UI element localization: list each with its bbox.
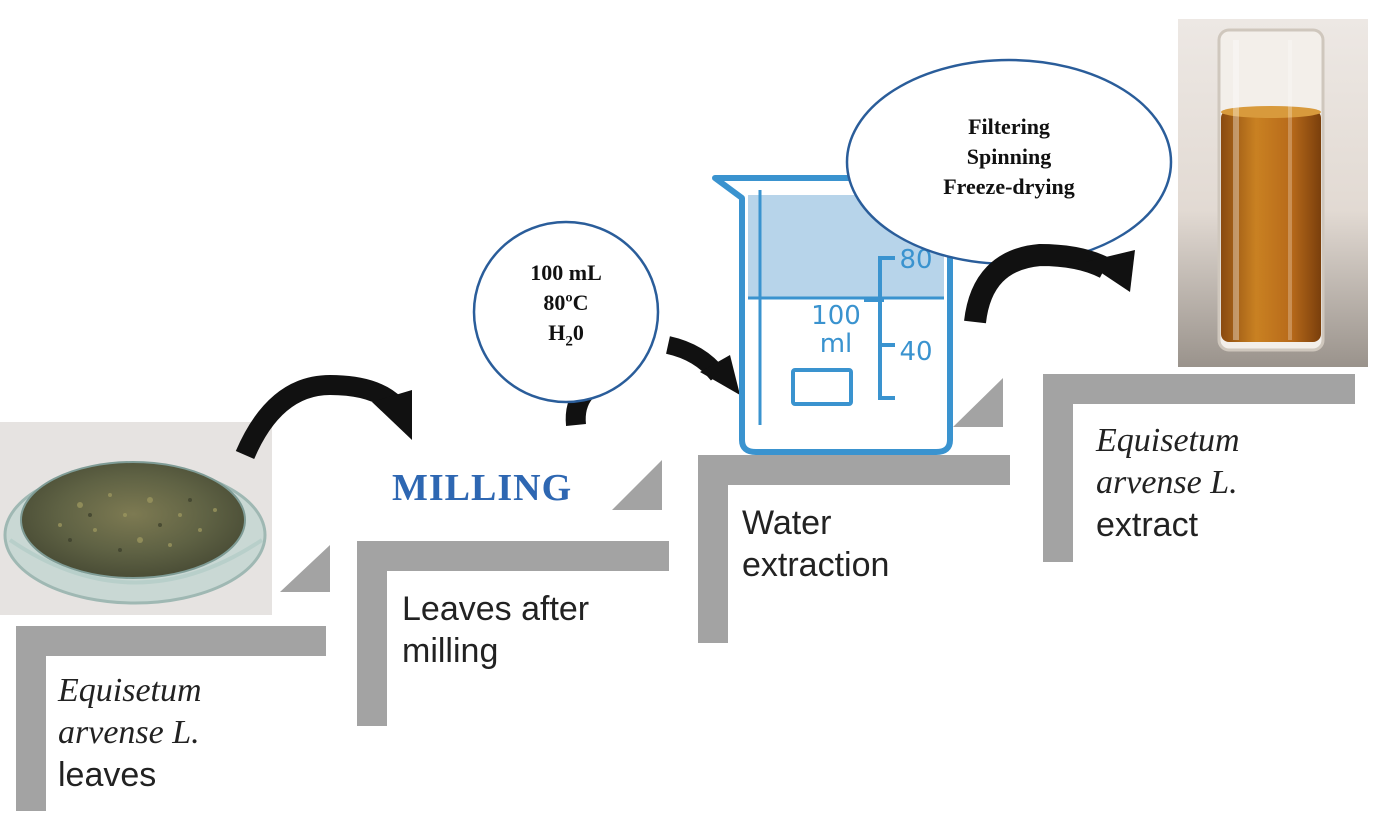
conditions-bubble [472,220,660,404]
conditions-volume: 100 mL [530,260,602,285]
milling-label: MILLING [392,467,573,509]
curved-arrow-icon [665,336,740,395]
step-label-leaves: Equisetum arvense L. leaves [58,672,202,794]
beaker-mark-low: 40 [899,337,932,367]
conditions-temperature: 80ºC [543,290,589,315]
test-tube-extract-image [1178,19,1368,367]
beaker-icon: 100 ml 80 40 [712,175,958,455]
process-filtering: Filtering [968,114,1050,139]
petri-dish-leaves-image [0,422,272,615]
process-spinning: Spinning [966,144,1052,169]
step-label-extract: Equisetum arvense L. extract [1096,422,1240,544]
curved-arrow-icon [964,243,1135,324]
step-bracket-2 [357,460,669,726]
step-bracket-3 [698,378,1010,643]
curved-arrow-icon [235,374,412,460]
process-freeze-drying: Freeze-drying [943,174,1075,199]
step-bracket-1 [16,545,330,811]
beaker-volume-value: 100 [811,301,861,331]
step-label-extraction: Water extraction [742,504,890,584]
process-text: Filtering Spinning Freeze-drying [880,112,1138,202]
step-label-milled: Leaves after milling [402,590,590,670]
beaker-volume-unit: ml [820,329,853,359]
conditions-text: 100 mL 80ºC H20 [500,258,632,356]
conditions-solvent: H20 [548,320,584,350]
step-bracket-4 [1043,374,1355,562]
